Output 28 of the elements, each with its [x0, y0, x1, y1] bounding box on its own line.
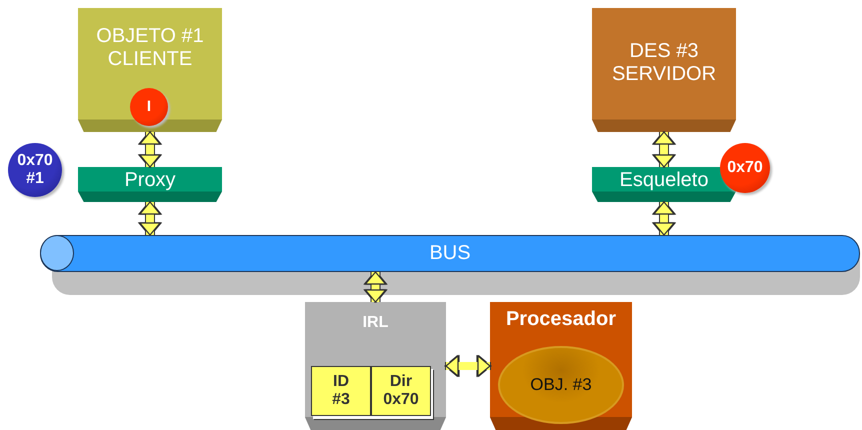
block-label: OBJETO #1 CLIENTE — [95, 25, 205, 71]
block-box — [592, 8, 736, 132]
block-box — [78, 8, 222, 132]
band-label: Esqueleto — [620, 168, 708, 192]
badge-label: 0x70 #1 — [16, 152, 54, 188]
circle-badge — [8, 143, 62, 197]
block-label: Procesador — [506, 308, 616, 331]
object-label: OBJ. #3 — [530, 375, 592, 395]
bus-label: BUS — [429, 242, 471, 265]
double-arrow — [445, 355, 491, 377]
circle-badge — [720, 143, 770, 193]
block-box — [305, 302, 446, 430]
cell-label: ID #3 — [331, 372, 351, 410]
interface-band — [78, 167, 222, 202]
block-label: IRL — [362, 314, 388, 332]
double-arrow — [139, 201, 161, 236]
band-label: Proxy — [124, 168, 176, 192]
bus-tube — [40, 235, 860, 272]
double-arrow — [364, 271, 386, 303]
double-arrow — [653, 131, 675, 168]
block-label: DES #3 SERVIDOR — [610, 40, 718, 86]
block-box — [490, 302, 632, 430]
badge-label: I — [146, 98, 152, 116]
double-arrow — [653, 201, 675, 236]
double-arrow — [139, 131, 161, 168]
badge-label: 0x70 — [727, 158, 763, 178]
cell-label: Dir 0x70 — [382, 372, 420, 410]
circle-badge — [130, 88, 168, 126]
